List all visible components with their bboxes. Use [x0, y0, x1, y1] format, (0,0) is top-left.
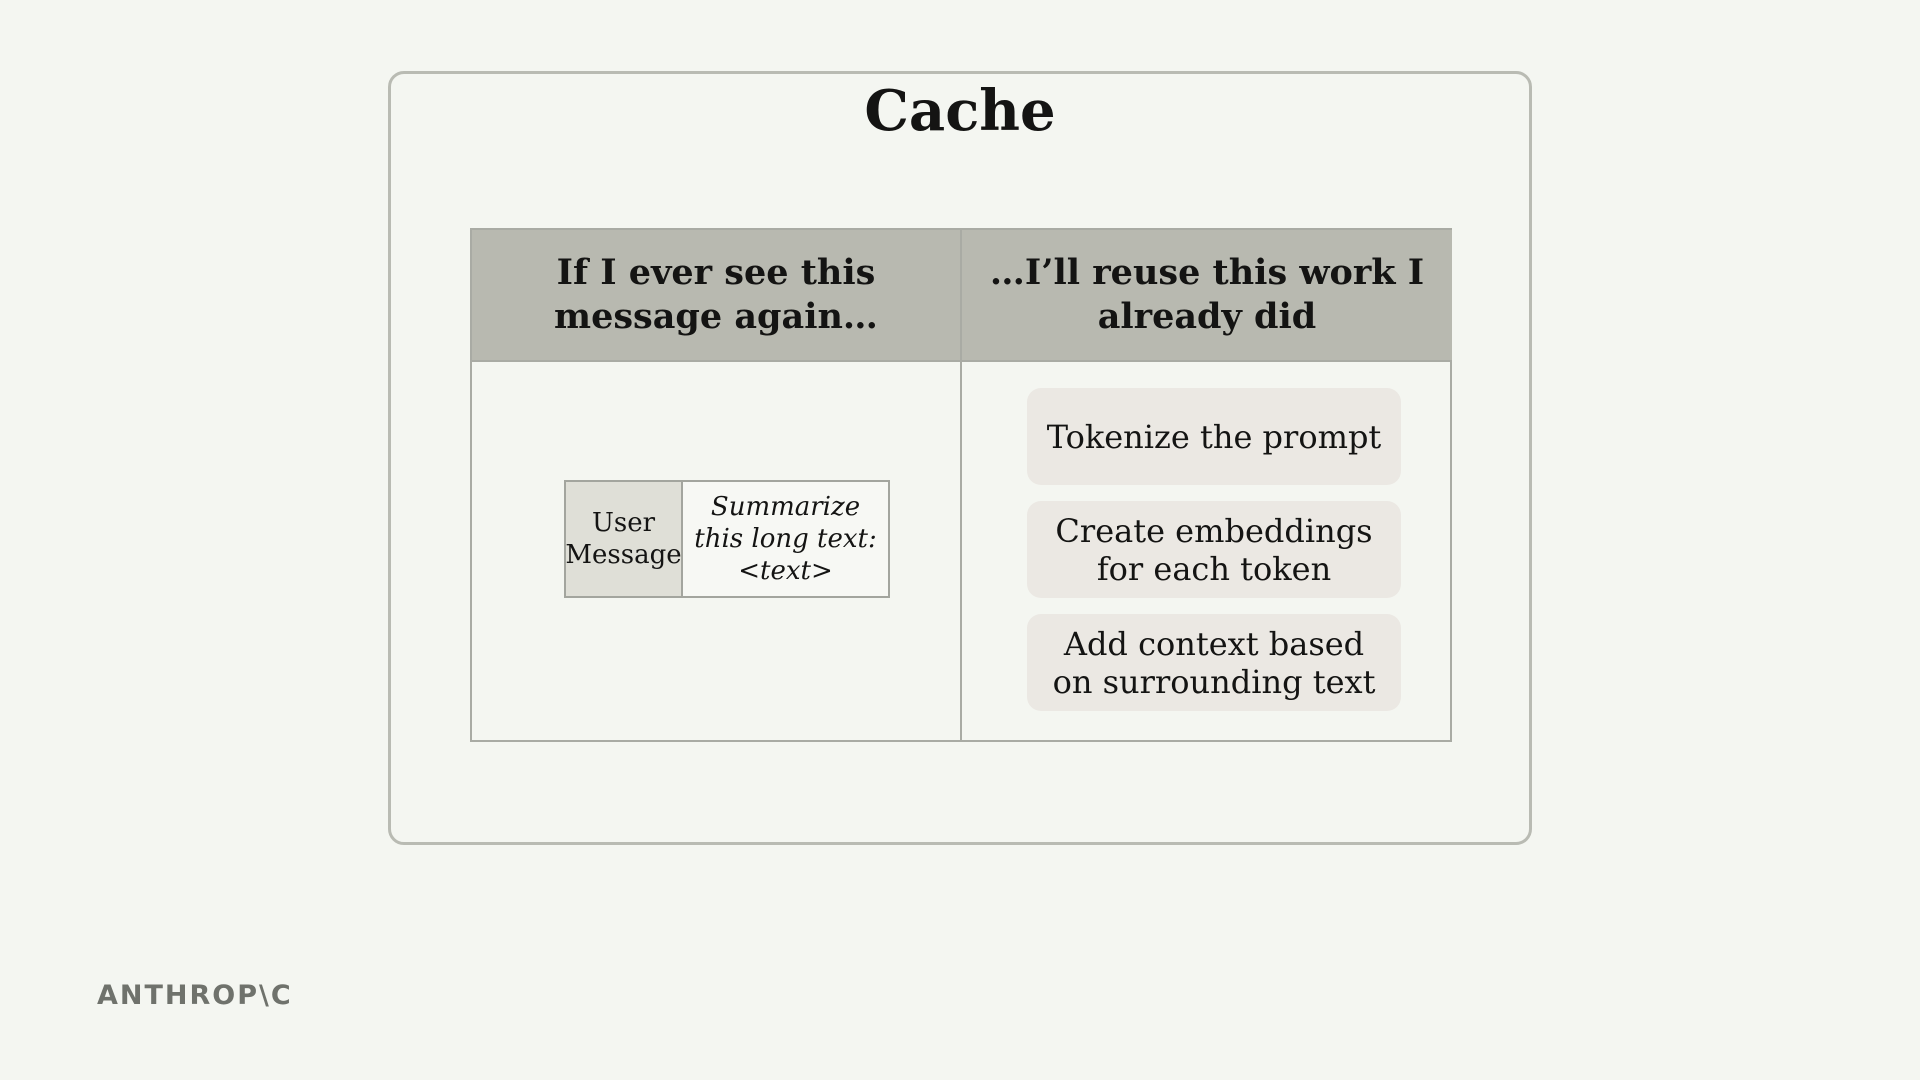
left-column-cell: User Message Summarize this long text: <…	[472, 362, 962, 740]
step-context: Add context based on surrounding text	[1027, 614, 1401, 711]
anthropic-logo: ANTHROP\C	[97, 980, 293, 1011]
cached-steps-list: Tokenize the prompt Create embeddings fo…	[1027, 388, 1401, 711]
left-column-header: If I ever see this message again…	[472, 230, 962, 362]
diagram-frame	[388, 71, 1532, 845]
right-column-header: …I’ll reuse this work I already did	[962, 230, 1452, 362]
step-embeddings: Create embeddings for each token	[1027, 501, 1401, 598]
right-column-cell: Tokenize the prompt Create embeddings fo…	[962, 362, 1452, 740]
message-text: Summarize this long text: <text>	[694, 492, 877, 586]
diagram-title: Cache	[864, 78, 1056, 144]
message-role-label: User Message	[565, 482, 683, 596]
step-tokenize: Tokenize the prompt	[1027, 388, 1401, 485]
user-message-box: User Message Summarize this long text: <…	[564, 480, 890, 598]
cache-table: If I ever see this message again… …I’ll …	[470, 228, 1452, 742]
